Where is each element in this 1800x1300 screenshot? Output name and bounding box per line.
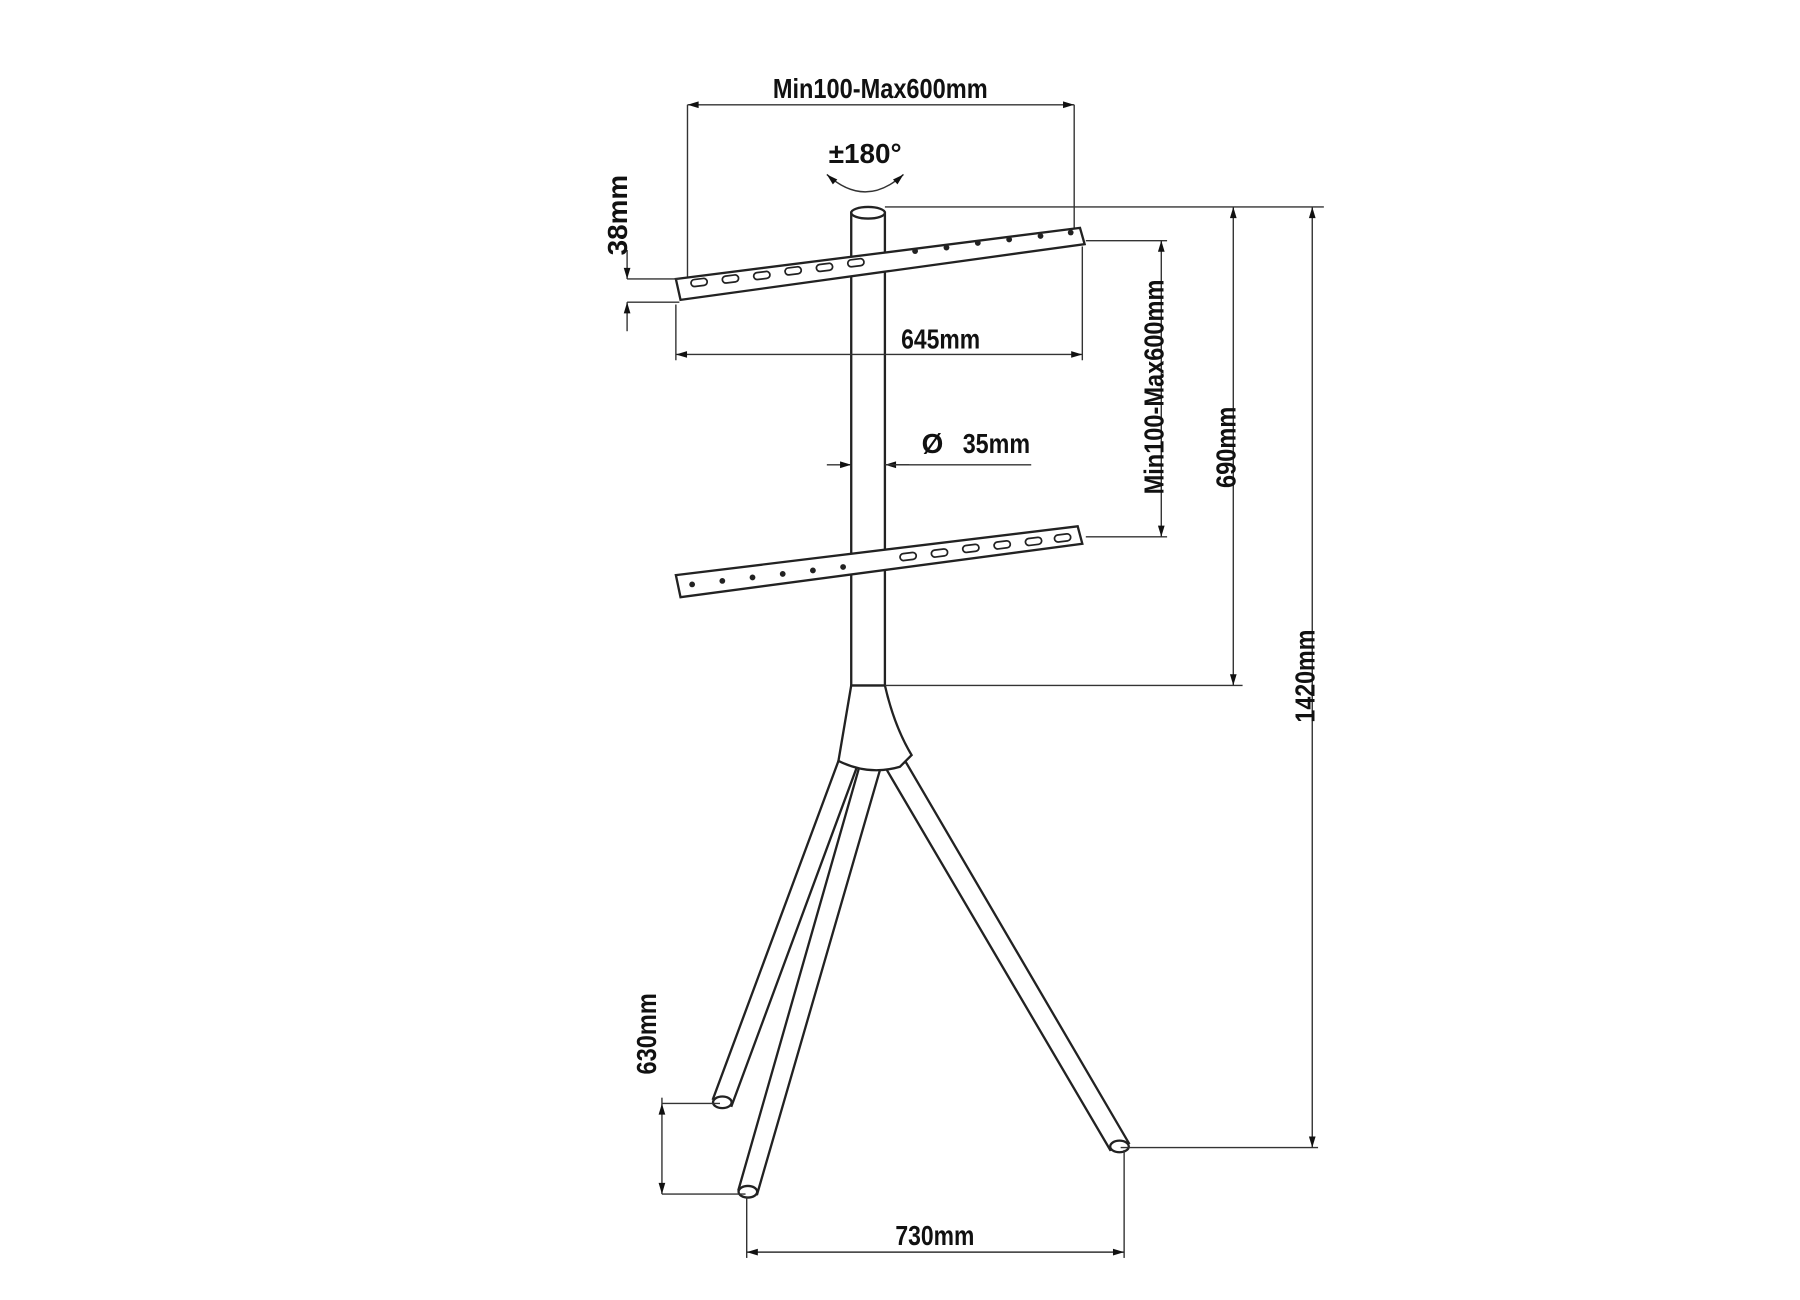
bracket-height-label: 38mm (602, 175, 633, 256)
tripod-legs (711, 759, 1131, 1199)
base-width-label: 730mm (895, 1220, 974, 1251)
diameter-symbol-icon: Ø (922, 428, 944, 459)
total-height-label: 1420mm (1290, 630, 1321, 723)
leg-hub (837, 684, 914, 772)
vesa-height-label: Min100-Max600mm (1139, 280, 1170, 495)
pole-cap (850, 205, 887, 220)
bottom-bracket (674, 525, 1084, 599)
rotation-arrow-icon (826, 173, 904, 193)
pole (850, 211, 887, 687)
vesa-width-dimension: Min100-Max600mm (686, 73, 1075, 291)
bracket-length-label: 645mm (901, 324, 980, 355)
base-width-dimension: 730mm (746, 1149, 1125, 1258)
leg-depth-label: 630mm (631, 993, 662, 1074)
right-leg (883, 760, 1131, 1152)
bracket-height-dimension: 38mm (602, 175, 680, 332)
leg-depth-dimension: 630mm (631, 993, 746, 1195)
rotation-indicator: ±180° (826, 138, 904, 193)
pole-height-dimension: 690mm (884, 206, 1324, 687)
vesa-height-dimension: Min100-Max600mm (1085, 239, 1170, 538)
rotation-label: ±180° (829, 138, 902, 169)
total-height-dimension: 1420mm (1120, 206, 1321, 1149)
top-bracket (674, 226, 1087, 302)
pole-diameter-label: 35mm (963, 428, 1030, 459)
vesa-width-label: Min100-Max600mm (773, 73, 988, 104)
pole-height-label: 690mm (1211, 407, 1242, 488)
pole-diameter-dimension: Ø 35mm (826, 428, 1032, 469)
bracket-length-dimension: 645mm (675, 246, 1084, 361)
